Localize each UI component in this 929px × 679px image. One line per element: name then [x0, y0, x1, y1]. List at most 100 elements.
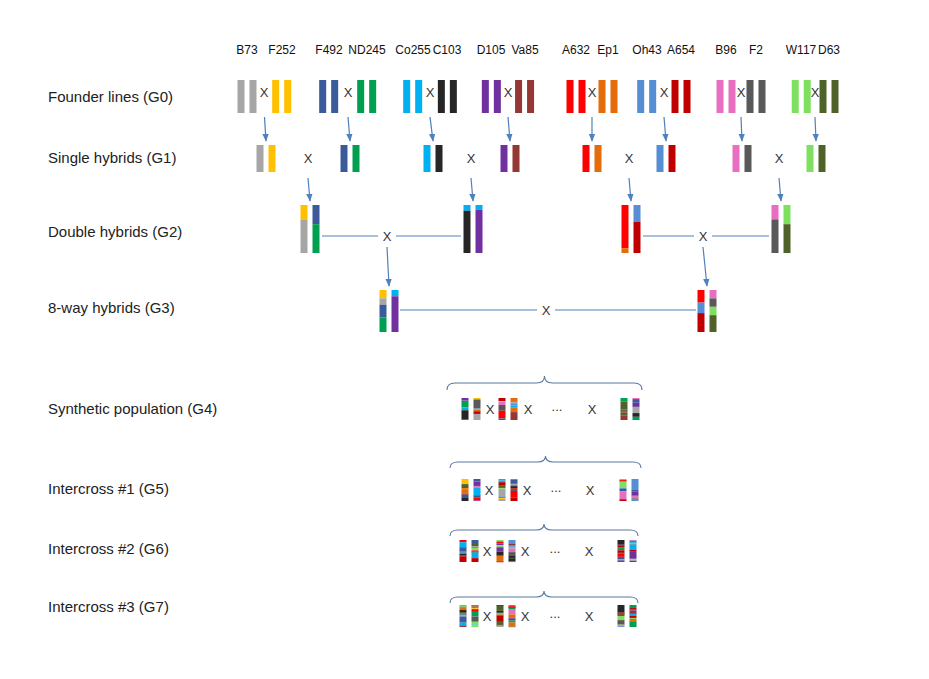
chromosome	[792, 80, 799, 113]
line-name: F2	[749, 43, 763, 58]
chromosome	[509, 605, 516, 627]
chromosome-segment	[472, 616, 479, 621]
chromosome-segment	[462, 410, 469, 419]
chromosome-segment	[460, 553, 467, 555]
chromosome-segment	[472, 605, 479, 607]
founder-chromosomes	[346, 80, 387, 115]
chromosome	[772, 205, 779, 253]
chromosome-segment	[511, 479, 518, 483]
founder-line: Co255	[393, 40, 432, 115]
cross-symbol: X	[542, 303, 551, 318]
cross-symbol: X	[737, 85, 746, 100]
chromosome-segment	[618, 545, 625, 546]
chromosome-segment	[630, 558, 637, 560]
chromosome-segment	[472, 540, 479, 543]
arrow	[629, 178, 631, 201]
chromosome-segment	[460, 616, 467, 622]
cross-line	[396, 235, 461, 236]
chromosome-segment	[684, 80, 691, 113]
chromosome-segment	[474, 488, 481, 496]
generation-label: Founder lines (G0)	[48, 88, 173, 106]
arrow	[703, 247, 707, 286]
chromosome-segment	[633, 417, 640, 420]
chromosome-segment	[632, 500, 639, 501]
chromosome-segment	[672, 80, 679, 113]
chromosome	[595, 145, 602, 172]
chromosome-segment	[460, 614, 467, 616]
chromosome-segment	[474, 486, 481, 488]
chromosome-segment	[460, 614, 467, 616]
chromosome-segment	[499, 479, 506, 480]
chromosome-segment	[331, 80, 338, 113]
chromosome	[583, 145, 590, 172]
founder-chromosomes	[431, 80, 464, 115]
chromosome-segment	[460, 613, 467, 615]
chromosome-segment	[792, 80, 799, 113]
chromosome-segment	[462, 497, 469, 501]
chromosome-segment	[474, 479, 481, 481]
chromosome-segment	[618, 605, 625, 613]
chromosome-segment	[804, 80, 811, 113]
chromosome-segment	[621, 413, 628, 416]
chromosome-segment	[511, 497, 518, 501]
chromosome	[717, 80, 724, 113]
chromosome-segment	[630, 540, 637, 542]
cross-symbol: X	[588, 85, 597, 100]
chromosome-segment	[618, 624, 625, 626]
founder-line: B96	[713, 40, 739, 115]
chromosome-segment	[618, 624, 625, 626]
chromosome-segment	[630, 550, 637, 551]
chromosome	[313, 205, 320, 253]
founder-line: Ep1	[595, 40, 621, 115]
arrow	[741, 117, 742, 141]
chromosome	[392, 290, 399, 332]
chromosome-segment	[710, 307, 717, 315]
chromosome-segment	[499, 411, 506, 419]
chromosome-segment	[509, 605, 516, 607]
chromosome	[499, 479, 506, 501]
chromosome	[257, 145, 264, 172]
chromosome-segment	[634, 205, 641, 222]
chromosome-segment	[511, 398, 518, 402]
chromosome	[438, 80, 445, 113]
founder-line: A632	[560, 40, 592, 115]
chromosome-segment	[462, 479, 469, 484]
population-brace	[450, 456, 641, 468]
line-name: A654	[667, 43, 695, 58]
chromosome-segment	[509, 556, 516, 558]
chromosome-segment	[509, 620, 516, 622]
chromosome-segment	[618, 613, 625, 615]
chromosome	[733, 145, 740, 172]
chromosome-segment	[497, 540, 504, 542]
cross-line	[400, 309, 537, 310]
chromosome-segment	[472, 608, 479, 610]
chromosome-segment	[472, 543, 479, 546]
chromosome-segment	[497, 556, 504, 561]
chromosome-segment	[404, 80, 411, 113]
chromosome	[599, 80, 606, 113]
chromosome-segment	[633, 398, 640, 399]
chromosome-segment	[632, 492, 639, 496]
chromosome-segment	[630, 620, 637, 622]
cross-symbol: X	[426, 85, 435, 100]
chromosome	[357, 80, 364, 113]
arrow	[508, 117, 510, 141]
cross-symbol: X	[524, 402, 533, 417]
arrow	[664, 117, 666, 141]
chromosome-segment	[632, 498, 639, 500]
chromosome-segment	[630, 551, 637, 559]
chromosome-segment	[341, 145, 348, 172]
chromosome-segment	[482, 80, 489, 113]
chromosome-segment	[611, 80, 618, 113]
chromosome-segment	[472, 546, 479, 548]
chromosome-segment	[759, 80, 766, 113]
chromosome-segment	[632, 479, 639, 490]
chromosome-segment	[618, 550, 625, 553]
founder-chromosomes	[713, 80, 739, 115]
cross-symbol: X	[260, 85, 269, 100]
cross-symbol: X	[588, 402, 597, 417]
chromosome	[476, 205, 483, 253]
chromosome	[831, 80, 838, 113]
chromosome-segment	[527, 80, 534, 113]
generation-label: Double hybrids (G2)	[48, 223, 182, 241]
